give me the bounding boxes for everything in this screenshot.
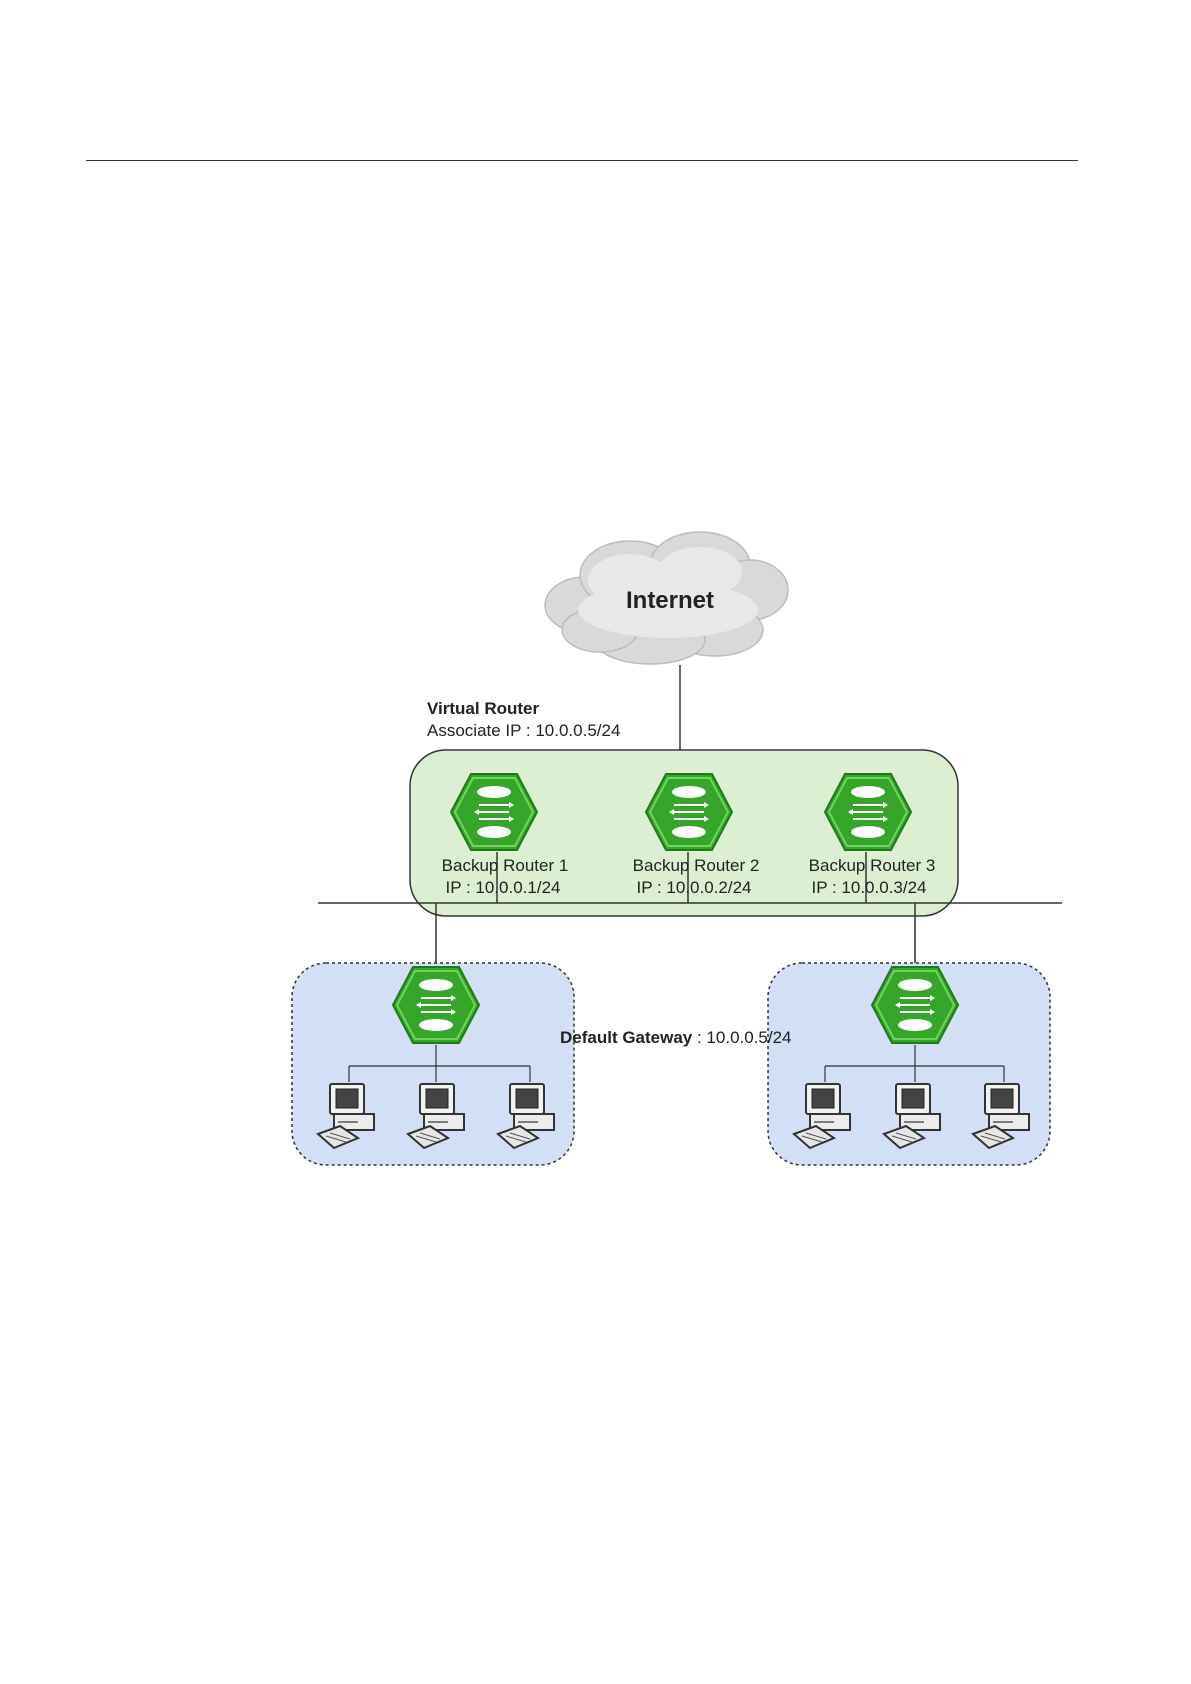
default-gateway-key: Default Gateway [560, 1028, 693, 1047]
backup-router-1-name: Backup Router 1 [442, 856, 569, 875]
default-gateway-value: : 10.0.0.5/24 [692, 1028, 791, 1047]
virtual-router-title: Virtual Router [427, 699, 539, 718]
left-lan-switch-icon [393, 967, 479, 1043]
associate-ip-label: Associate IP : 10.0.0.5/24 [427, 721, 620, 740]
backup-router-2-name: Backup Router 2 [633, 856, 760, 875]
default-gateway-label: Default Gateway : 10.0.0.5/24 [560, 1028, 792, 1047]
backup-router-1-icon [451, 774, 537, 850]
backup-router-2-ip: IP : 10.0.0.2/24 [637, 878, 752, 897]
internet-label: Internet [626, 587, 714, 614]
backup-router-3-name: Backup Router 3 [809, 856, 936, 875]
backup-router-2-icon [646, 774, 732, 850]
backup-router-3-icon [825, 774, 911, 850]
backup-router-3-ip: IP : 10.0.0.3/24 [812, 878, 927, 897]
backup-router-1-ip: IP : 10.0.0.1/24 [446, 878, 561, 897]
right-lan-switch-icon [872, 967, 958, 1043]
